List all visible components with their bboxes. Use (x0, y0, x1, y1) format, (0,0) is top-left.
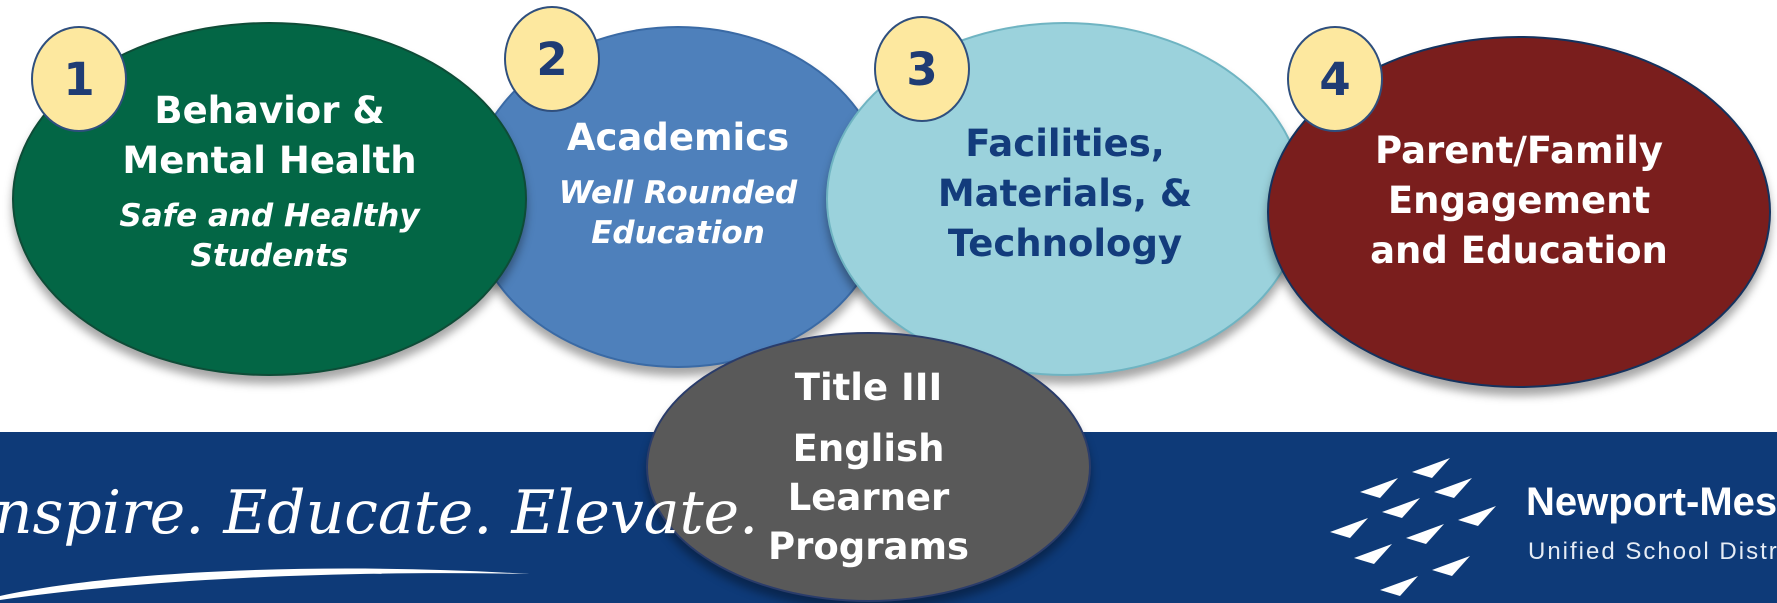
center-title: Title III (794, 366, 943, 409)
pillar-title: Facilities, Materials, & Technology (937, 122, 1193, 265)
district-logo-icon (1330, 458, 1496, 596)
pillar-title: Parent/Family Engagement and Education (1370, 129, 1668, 272)
district-subtitle: Unified School District (1528, 538, 1777, 565)
number-badge-1: 1 (31, 26, 127, 132)
pillar-title: Behavior & Mental Health (122, 89, 417, 182)
center-lines: English Learner Programs (767, 427, 970, 568)
tagline: nspire. Educate. Elevate. (0, 478, 759, 548)
number-badge-3: 3 (874, 16, 970, 122)
pillar-title: Academics (566, 116, 790, 159)
title-iii-english-learner-programs: Title III English Learner Programs (646, 332, 1091, 602)
pillar-subtitle: Safe and Healthy Students (119, 198, 420, 274)
number-badge-2: 2 (504, 6, 600, 112)
district-name: Newport-Mesa (1526, 480, 1777, 524)
tagline-swoosh-icon (0, 568, 530, 600)
pillar-subtitle: Well Rounded Education (558, 175, 798, 251)
number-badge-4: 4 (1287, 26, 1383, 132)
